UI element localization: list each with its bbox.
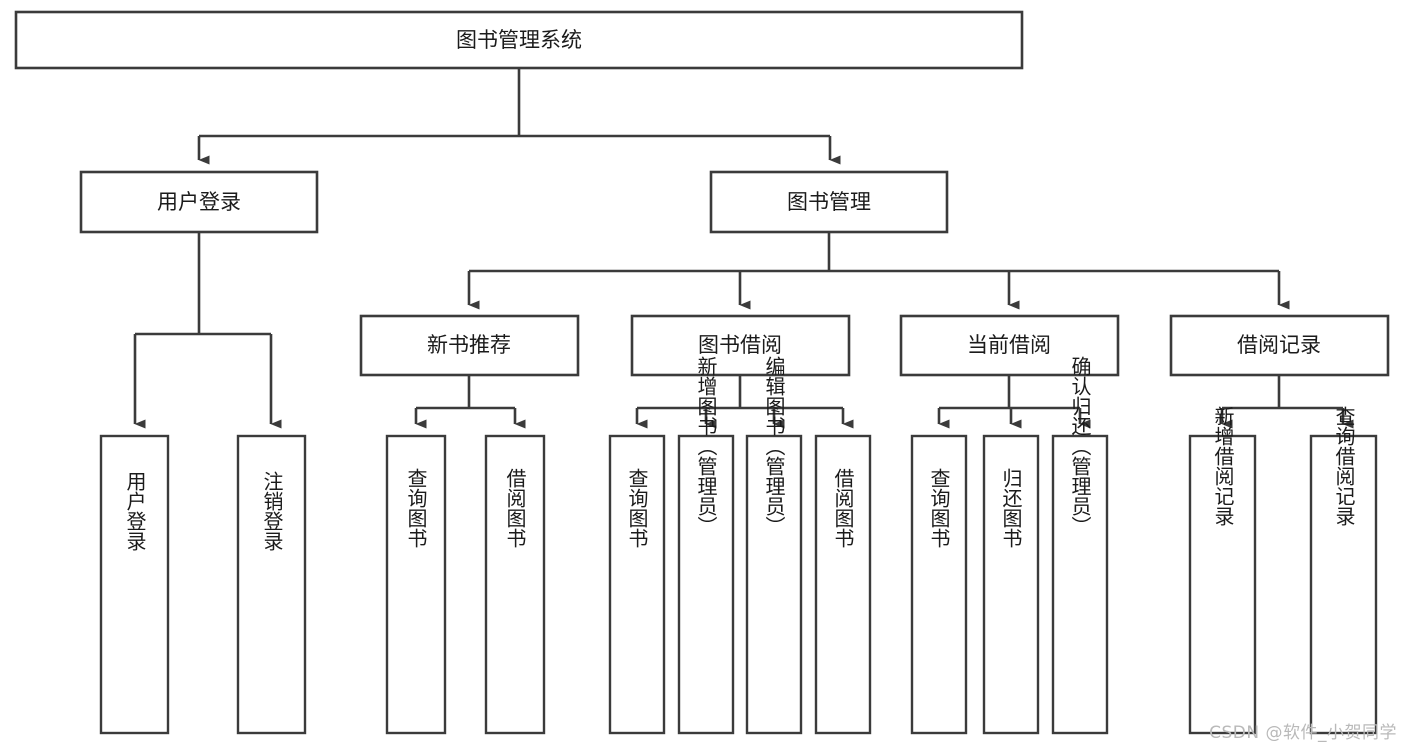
node-leaf-query-record-label: 查询借阅记录 xyxy=(1332,406,1356,526)
node-leaf-confirm-return-box[interactable] xyxy=(1051,434,1109,735)
node-leaf-confirm-return-label: 确认归还（管理员） xyxy=(1068,356,1092,536)
node-leaf-borrow-book-1[interactable]: 借阅图书 xyxy=(484,434,546,735)
node-new-book-recommend[interactable]: 新书推荐 xyxy=(359,314,580,377)
node-leaf-query-book-1-box[interactable] xyxy=(385,434,447,735)
node-leaf-borrow-book-2-label: 借阅图书 xyxy=(831,468,855,548)
node-leaf-borrow-book-2[interactable]: 借阅图书 xyxy=(814,434,872,735)
node-leaf-user-login-label: 用户登录 xyxy=(123,471,147,551)
node-book-borrow-box[interactable] xyxy=(630,314,851,377)
node-leaf-query-book-3-box[interactable] xyxy=(910,434,968,735)
node-book-manage[interactable]: 图书管理 xyxy=(709,170,949,234)
node-book-manage-box[interactable] xyxy=(709,170,949,234)
node-leaf-logout[interactable]: 注销登录 xyxy=(236,434,307,735)
node-leaf-user-login[interactable]: 用户登录 xyxy=(99,434,170,735)
node-leaf-borrow-book-2-box[interactable] xyxy=(814,434,872,735)
node-new-book-recommend-box[interactable] xyxy=(359,314,580,377)
node-leaf-edit-book-label: 编辑图书（管理员） xyxy=(762,356,786,536)
node-leaf-query-book-2-box[interactable] xyxy=(608,434,666,735)
node-leaf-add-record-box[interactable] xyxy=(1188,434,1257,735)
node-book-borrow[interactable]: 图书借阅 xyxy=(630,314,851,377)
node-current-borrow[interactable]: 当前借阅 xyxy=(899,314,1120,377)
node-leaf-return-book-box[interactable] xyxy=(982,434,1040,735)
node-root[interactable]: 图书管理系统 xyxy=(14,10,1024,70)
node-book-borrow-label: 图书借阅 xyxy=(698,333,782,357)
node-user-login-box[interactable] xyxy=(79,170,319,234)
node-borrow-record-label: 借阅记录 xyxy=(1237,333,1321,357)
csdn-watermark: CSDN @软件_小贺同学 xyxy=(1209,723,1397,743)
node-leaf-query-book-3[interactable]: 查询图书 xyxy=(910,434,968,735)
node-leaf-query-record[interactable]: 查询借阅记录 xyxy=(1309,406,1378,735)
node-user-login-label: 用户登录 xyxy=(157,190,241,214)
node-borrow-record-box[interactable] xyxy=(1169,314,1390,377)
node-book-manage-label: 图书管理 xyxy=(787,190,871,214)
node-leaf-add-record[interactable]: 新增借阅记录 xyxy=(1188,406,1257,735)
node-leaf-add-book-box[interactable] xyxy=(677,434,735,735)
node-leaf-borrow-book-1-label: 借阅图书 xyxy=(503,468,527,548)
node-leaf-user-login-box[interactable] xyxy=(99,434,170,735)
node-borrow-record[interactable]: 借阅记录 xyxy=(1169,314,1390,377)
node-leaf-query-book-3-label: 查询图书 xyxy=(927,468,951,548)
node-leaf-add-book-label: 新增图书（管理员） xyxy=(694,356,718,536)
node-leaf-edit-book-box[interactable] xyxy=(745,434,803,735)
node-current-borrow-box[interactable] xyxy=(899,314,1120,377)
node-current-borrow-label: 当前借阅 xyxy=(967,333,1051,357)
node-leaf-confirm-return[interactable]: 确认归还（管理员） xyxy=(1051,356,1109,735)
node-leaf-add-record-label: 新增借阅记录 xyxy=(1211,406,1235,526)
node-leaf-logout-label: 注销登录 xyxy=(260,471,284,551)
node-leaf-query-book-2[interactable]: 查询图书 xyxy=(608,434,666,735)
node-leaf-add-book[interactable]: 新增图书（管理员） xyxy=(677,356,735,735)
node-leaf-logout-box[interactable] xyxy=(236,434,307,735)
edges-layer xyxy=(133,68,1354,429)
node-user-login[interactable]: 用户登录 xyxy=(79,170,319,234)
node-leaf-query-book-2-label: 查询图书 xyxy=(625,468,649,548)
node-leaf-borrow-book-1-box[interactable] xyxy=(484,434,546,735)
nodes-layer: 图书管理系统 用户登录 图书管理 新书推荐 图书借阅 xyxy=(14,10,1390,735)
node-leaf-edit-book[interactable]: 编辑图书（管理员） xyxy=(745,356,803,735)
node-leaf-return-book[interactable]: 归还图书 xyxy=(982,434,1040,735)
node-leaf-query-record-box[interactable] xyxy=(1309,434,1378,735)
node-leaf-query-book-1[interactable]: 查询图书 xyxy=(385,434,447,735)
node-new-book-recommend-label: 新书推荐 xyxy=(427,333,511,357)
node-leaf-return-book-label: 归还图书 xyxy=(999,468,1023,548)
node-root-box[interactable] xyxy=(14,10,1024,70)
node-root-label: 图书管理系统 xyxy=(456,28,582,52)
node-leaf-query-book-1-label: 查询图书 xyxy=(404,468,428,548)
